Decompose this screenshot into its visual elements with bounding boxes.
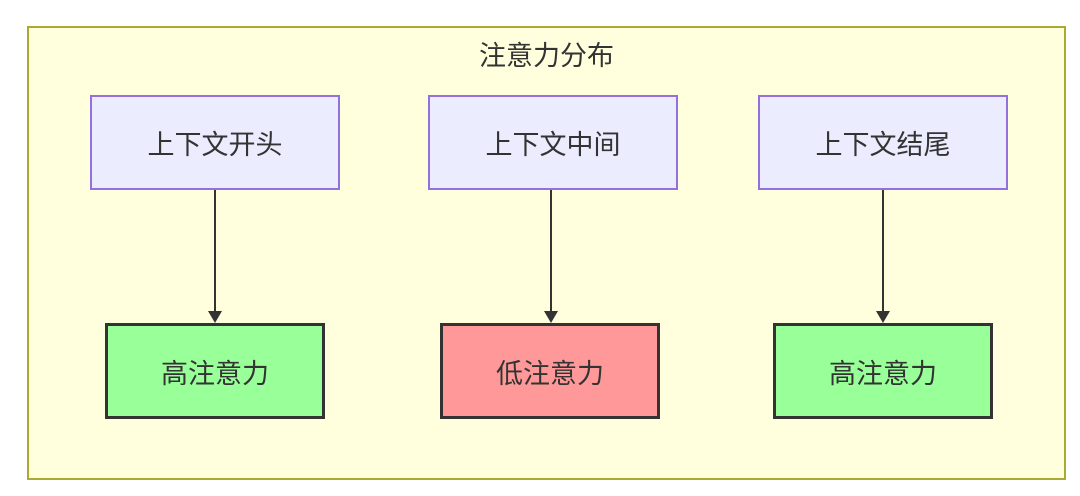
node-context-start: 上下文开头 (90, 95, 340, 190)
diagram-title: 注意力分布 (479, 41, 614, 71)
arrow-context-start-to-result (208, 190, 222, 323)
attention-distribution-container: 注意力分布 上下文开头 高注意力 上下文中间 低注意力 上下文结尾 (27, 26, 1066, 480)
arrow-line (550, 190, 552, 311)
node-high-attention-right-label: 高注意力 (829, 358, 937, 389)
node-low-attention-middle-label: 低注意力 (496, 358, 604, 389)
node-high-attention-left: 高注意力 (105, 323, 325, 419)
node-high-attention-left-label: 高注意力 (161, 358, 269, 389)
node-context-end-label: 上下文结尾 (815, 130, 951, 160)
arrow-line (214, 190, 216, 311)
node-context-start-label: 上下文开头 (147, 130, 283, 160)
arrow-context-end-to-result (876, 190, 890, 323)
node-context-middle-label: 上下文中间 (485, 130, 621, 160)
arrowhead-down-icon (208, 311, 222, 323)
arrow-line (882, 190, 884, 311)
node-high-attention-right: 高注意力 (773, 323, 993, 419)
node-low-attention-middle: 低注意力 (440, 323, 660, 419)
arrow-context-middle-to-result (544, 190, 558, 323)
arrowhead-down-icon (876, 311, 890, 323)
node-context-middle: 上下文中间 (428, 95, 678, 190)
node-context-end: 上下文结尾 (758, 95, 1008, 190)
arrowhead-down-icon (544, 311, 558, 323)
